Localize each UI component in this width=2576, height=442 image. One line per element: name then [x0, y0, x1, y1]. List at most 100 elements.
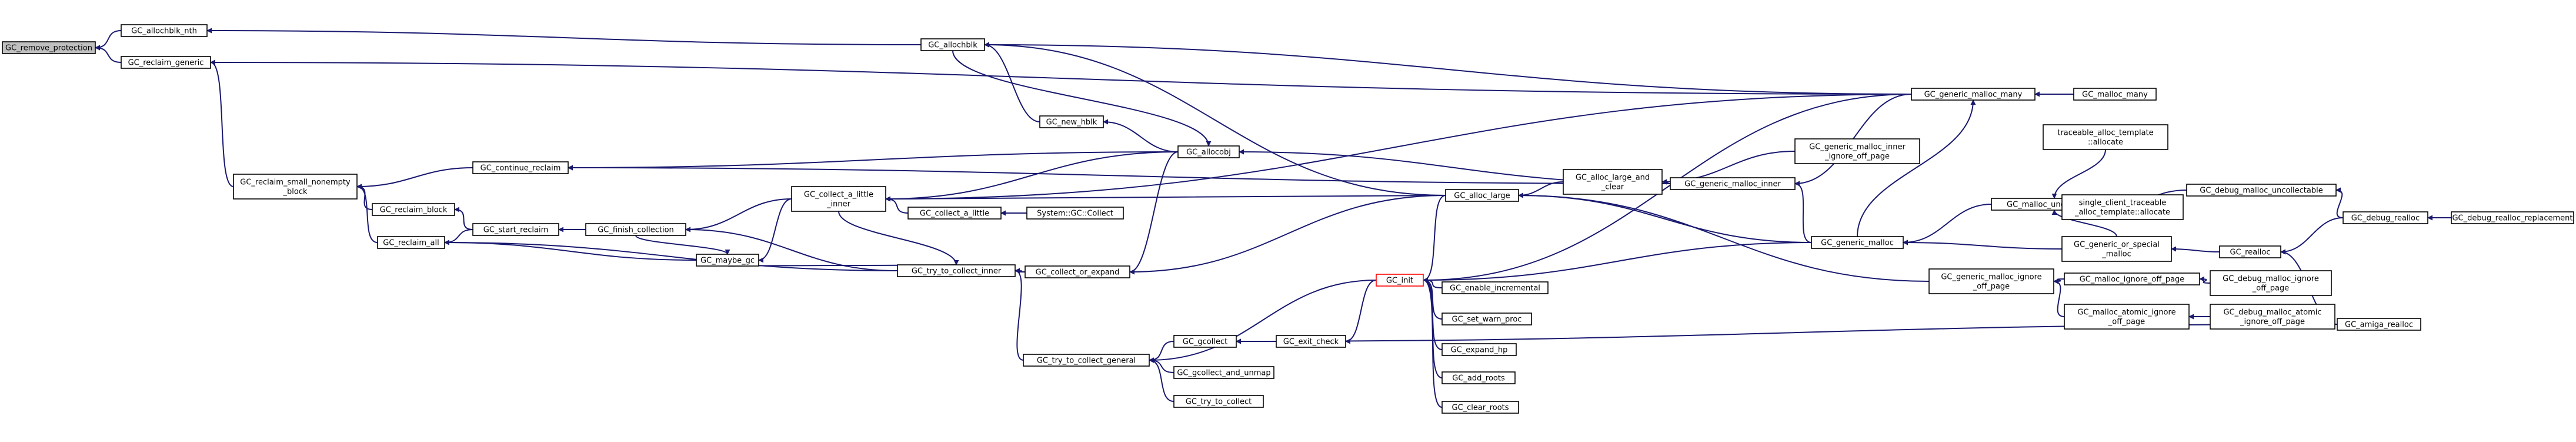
node-generic-or-special[interactable]: GC_generic_or_special_malloc	[2061, 236, 2172, 262]
node-box[interactable]	[907, 207, 1002, 220]
node-box[interactable]	[1670, 177, 1796, 190]
node-allochblk[interactable]: GC_allochblk	[920, 38, 985, 51]
node-reclaim-block[interactable]: GC_reclaim_block	[372, 203, 455, 216]
node-add-roots[interactable]: GC_add_roots	[1442, 371, 1516, 384]
node-box[interactable]	[2073, 88, 2157, 101]
node-box[interactable]	[1442, 371, 1516, 384]
node-exit-check[interactable]: GC_exit_check	[1276, 335, 1346, 348]
node-expand-hp[interactable]: GC_expand_hp	[1442, 343, 1517, 356]
node-box[interactable]	[2186, 184, 2337, 197]
node-init[interactable]: GC_init	[1376, 274, 1424, 287]
node-box[interactable]	[1442, 281, 1549, 294]
node-collect-or-expand[interactable]: GC_collect_or_expand	[1025, 265, 1130, 278]
node-try-to-collect[interactable]: GC_try_to_collect	[1173, 395, 1264, 408]
node-amiga-realloc[interactable]: GC_amiga_realloc	[2337, 318, 2421, 331]
node-box[interactable]	[2, 41, 96, 54]
node-box[interactable]	[1911, 88, 2036, 101]
node-alloc-large[interactable]: GC_alloc_large	[1445, 189, 1519, 202]
node-realloc[interactable]: GC_realloc	[2219, 245, 2281, 258]
node-box[interactable]	[372, 203, 455, 216]
node-finish-collection[interactable]: GC_finish_collection	[585, 223, 686, 236]
node-box[interactable]	[1173, 395, 1264, 408]
node-box[interactable]	[1026, 207, 1124, 220]
node-new-hblk[interactable]: GC_new_hblk	[1039, 115, 1104, 128]
node-box[interactable]	[1023, 354, 1150, 367]
node-debug-malloc-atomic-ignore[interactable]: GC_debug_malloc_atomic_ignore_off_page	[2210, 304, 2335, 330]
node-box[interactable]	[1177, 145, 1240, 158]
node-box[interactable]	[1928, 268, 2054, 294]
call-edge	[210, 59, 1912, 95]
node-enable-incremental[interactable]: GC_enable_incremental	[1442, 281, 1549, 294]
node-box[interactable]	[1276, 335, 1346, 348]
node-maybe-gc[interactable]: GC_maybe_gc	[696, 254, 759, 267]
node-generic-malloc-many[interactable]: GC_generic_malloc_many	[1911, 88, 2036, 101]
node-box[interactable]	[2064, 304, 2190, 330]
node-debug-realloc[interactable]: GC_debug_realloc	[2343, 211, 2428, 224]
node-try-to-collect-inner[interactable]: GC_try_to_collect_inner	[897, 264, 1016, 277]
node-single-client[interactable]: single_client_traceable_alloc_template::…	[2061, 194, 2184, 220]
node-box[interactable]	[2210, 270, 2332, 296]
node-box[interactable]	[2043, 124, 2168, 150]
node-box[interactable]	[1811, 236, 1904, 249]
node-traceable-alloc[interactable]: traceable_alloc_template::allocate	[2043, 124, 2168, 150]
node-box[interactable]	[2219, 245, 2281, 258]
node-box[interactable]	[1445, 189, 1519, 202]
node-remove-protection[interactable]: GC_remove_protection	[2, 41, 96, 54]
node-box[interactable]	[1794, 138, 1920, 164]
node-debug-malloc-ignore[interactable]: GC_debug_malloc_ignore_off_page	[2210, 270, 2332, 296]
node-collect-a-little[interactable]: GC_collect_a_little	[907, 207, 1002, 220]
node-box[interactable]	[696, 254, 759, 267]
node-box[interactable]	[2210, 304, 2335, 330]
node-box[interactable]	[1025, 265, 1130, 278]
node-box[interactable]	[2451, 211, 2574, 224]
node-box[interactable]	[377, 236, 445, 249]
node-generic-malloc-ignore[interactable]: GC_generic_malloc_ignore_off_page	[1928, 268, 2054, 294]
node-gcollect-and-unmap[interactable]: GC_gcollect_and_unmap	[1173, 366, 1274, 379]
node-box[interactable]	[1039, 115, 1104, 128]
node-set-warn-proc[interactable]: GC_set_warn_proc	[1442, 313, 1532, 325]
node-label: GC_try_to_collect	[1186, 398, 1252, 407]
node-generic-malloc[interactable]: GC_generic_malloc	[1811, 236, 1904, 249]
node-collect-a-little-inner[interactable]: GC_collect_a_little_inner	[791, 186, 886, 212]
node-box[interactable]	[121, 24, 208, 37]
node-box[interactable]	[472, 223, 559, 236]
node-box[interactable]	[2064, 272, 2200, 285]
node-box[interactable]	[2061, 194, 2184, 220]
node-box[interactable]	[920, 38, 985, 51]
node-allochblk-nth[interactable]: GC_allochblk_nth	[121, 24, 208, 37]
node-box[interactable]	[1173, 335, 1237, 348]
node-debug-malloc-uncollectable[interactable]: GC_debug_malloc_uncollectable	[2186, 184, 2337, 197]
node-malloc-atomic-ignore[interactable]: GC_malloc_atomic_ignore_off_page	[2064, 304, 2190, 330]
node-box[interactable]	[2061, 236, 2172, 262]
node-box[interactable]	[1442, 313, 1532, 325]
node-box[interactable]	[897, 264, 1016, 277]
node-box[interactable]	[1442, 343, 1517, 356]
node-box[interactable]	[2337, 318, 2421, 331]
node-box[interactable]	[791, 186, 886, 212]
node-box[interactable]	[1376, 274, 1424, 287]
node-generic-malloc-inner-ignore[interactable]: GC_generic_malloc_inner_ignore_off_page	[1794, 138, 1920, 164]
node-box[interactable]	[585, 223, 686, 236]
node-clear-roots[interactable]: GC_clear_roots	[1442, 401, 1519, 414]
node-box[interactable]	[1173, 366, 1274, 379]
node-box[interactable]	[472, 161, 569, 174]
node-reclaim-small[interactable]: GC_reclaim_small_nonempty_block	[233, 174, 358, 200]
node-box[interactable]	[121, 56, 211, 69]
node-malloc-many[interactable]: GC_malloc_many	[2073, 88, 2157, 101]
node-try-to-collect-general[interactable]: GC_try_to_collect_general	[1023, 354, 1150, 367]
node-alloc-large-and-clear[interactable]: GC_alloc_large_and_clear	[1563, 169, 1663, 195]
node-reclaim-generic[interactable]: GC_reclaim_generic	[121, 56, 211, 69]
node-box[interactable]	[2343, 211, 2428, 224]
node-start-reclaim[interactable]: GC_start_reclaim	[472, 223, 559, 236]
node-generic-malloc-inner[interactable]: GC_generic_malloc_inner	[1670, 177, 1796, 190]
node-reclaim-all[interactable]: GC_reclaim_all	[377, 236, 445, 249]
node-debug-realloc-replacement[interactable]: GC_debug_realloc_replacement	[2451, 211, 2574, 224]
node-system-collect[interactable]: System::GC::Collect	[1026, 207, 1124, 220]
node-box[interactable]	[1563, 169, 1663, 195]
node-box[interactable]	[1442, 401, 1519, 414]
node-box[interactable]	[233, 174, 358, 200]
node-continue-reclaim[interactable]: GC_continue_reclaim	[472, 161, 569, 174]
node-allocobj[interactable]: GC_allocobj	[1177, 145, 1240, 158]
node-malloc-ignore-off-page[interactable]: GC_malloc_ignore_off_page	[2064, 272, 2200, 285]
node-gcollect[interactable]: GC_gcollect	[1173, 335, 1237, 348]
